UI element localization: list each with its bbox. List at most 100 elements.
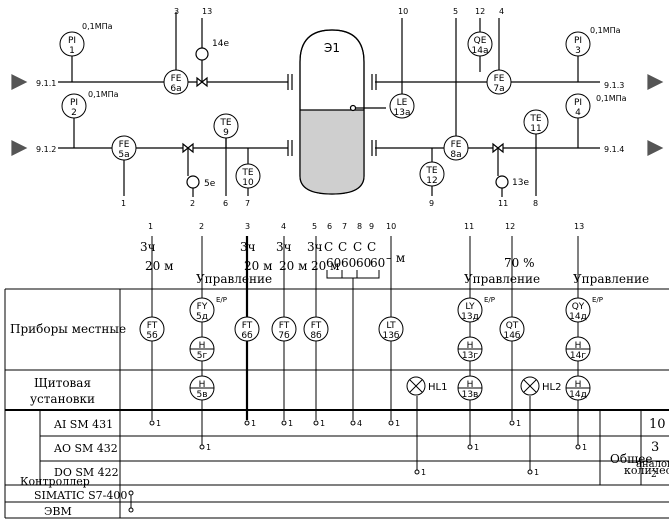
fe-8a-tag: FE bbox=[451, 140, 462, 150]
top-num-5: 5 bbox=[453, 7, 458, 16]
fy-5d-ep: E/P bbox=[216, 296, 227, 304]
io-terminal-count: 1 bbox=[156, 419, 161, 428]
te-12-tag: TE bbox=[425, 166, 437, 176]
row-local-instruments: Приборы местные bbox=[10, 322, 126, 336]
pressure-label-pi3: 0,1МПа bbox=[590, 26, 621, 35]
te-11-tag: TE bbox=[529, 114, 541, 124]
pi-4: PI4 bbox=[565, 93, 591, 119]
valve-label-13e: 13е bbox=[512, 178, 529, 188]
stream-out-bottom: 9.1.4 bbox=[604, 145, 624, 154]
h-5g-number: 5г bbox=[197, 351, 208, 361]
vessel-outline bbox=[299, 29, 365, 195]
svg-text:60: 60 bbox=[341, 256, 356, 270]
h-13v-number: 13в bbox=[462, 390, 479, 400]
pi-1: PI1 bbox=[59, 31, 85, 57]
svg-text:С: С bbox=[353, 240, 362, 254]
qy-14d-tag: QY bbox=[572, 302, 585, 312]
pressure-label-pi4: 0,1МПа bbox=[596, 94, 627, 103]
vessel-label: Э1 bbox=[324, 41, 340, 55]
io-terminal-count: 1 bbox=[421, 468, 426, 477]
pi-4-tag: PI bbox=[574, 98, 582, 108]
bottom-num-9: 9 bbox=[429, 199, 434, 208]
svg-text:Управление: Управление bbox=[464, 272, 540, 286]
top-num-3: 3 bbox=[174, 7, 179, 16]
vessel-liquid bbox=[300, 110, 364, 194]
svg-text:11: 11 bbox=[464, 222, 474, 231]
io-terminal-count: 1 bbox=[395, 419, 400, 428]
total-label-analog: аналог. bbox=[636, 459, 669, 470]
svg-text:С: С bbox=[324, 240, 333, 254]
h-13g-tag: H bbox=[467, 341, 474, 351]
lt-13b-tag: LT bbox=[386, 321, 396, 331]
io-terminal bbox=[313, 420, 319, 426]
ly-13d-ep: E/P bbox=[484, 296, 495, 304]
h-5g-tag: H bbox=[199, 341, 206, 351]
te-10-number: 10 bbox=[242, 178, 254, 188]
svg-text:9: 9 bbox=[369, 222, 374, 231]
svg-text:С: С bbox=[367, 240, 376, 254]
svg-text:1: 1 bbox=[148, 222, 153, 231]
te-10-tag: TE bbox=[241, 168, 253, 178]
devices: FT5бFY5дE/PH5гH5вFT6бFT7бFT8бLT13бLY13дE… bbox=[139, 296, 603, 401]
h-14g-tag: H bbox=[575, 341, 582, 351]
row-do: DO SM 422 bbox=[54, 466, 119, 479]
io-terminal-count: 1 bbox=[251, 419, 256, 428]
row-evm: ЭВМ bbox=[44, 505, 72, 518]
svg-text:2: 2 bbox=[199, 222, 204, 231]
ft-8b-number: 8б bbox=[310, 331, 322, 341]
le-13a-number: 13а bbox=[394, 108, 411, 118]
svg-text:7: 7 bbox=[342, 222, 347, 231]
io-terminal-count: 1 bbox=[516, 419, 521, 428]
h-14v-tag: H bbox=[575, 380, 582, 390]
io-terminal-count: 1 bbox=[206, 443, 211, 452]
ft-5b-tag: FT bbox=[147, 321, 158, 331]
svg-text:13: 13 bbox=[574, 222, 584, 231]
ly-13d-tag: LY bbox=[465, 302, 475, 312]
qt-14b-number: 14б bbox=[503, 331, 520, 341]
controller-label-1: Контроллер bbox=[20, 475, 90, 488]
lt-13b-number: 13б bbox=[382, 331, 399, 341]
level-sensor-point bbox=[349, 104, 357, 112]
io-terminal-count: 1 bbox=[534, 468, 539, 477]
te-9: TE9 bbox=[213, 113, 239, 139]
signal-lamp-hl2 bbox=[520, 376, 540, 396]
svg-text:60: 60 bbox=[356, 256, 371, 270]
ly-13d-number: 13д bbox=[461, 312, 479, 322]
actuator-14e bbox=[195, 47, 209, 61]
actuator-5e bbox=[186, 175, 200, 189]
row-ao: AO SM 432 bbox=[53, 442, 118, 455]
total-label-1: Общее bbox=[610, 452, 652, 466]
row-panel-line1: Щитовая bbox=[34, 376, 91, 390]
io-terminal bbox=[199, 444, 205, 450]
row-ai: AI SM 431 bbox=[53, 418, 113, 431]
svg-text:С: С bbox=[338, 240, 347, 254]
bottom-num-1: 1 bbox=[121, 199, 126, 208]
io-terminal bbox=[281, 420, 287, 426]
h-14g-number: 14г bbox=[570, 351, 586, 361]
svg-text:20 м: 20 м bbox=[145, 259, 173, 273]
fe-7a-tag: FE bbox=[494, 74, 505, 84]
io-terminal bbox=[527, 469, 533, 475]
te-12-number: 12 bbox=[426, 176, 437, 186]
svg-text:3ч: 3ч bbox=[307, 240, 323, 254]
stream-in-bottom: 9.1.2 bbox=[36, 145, 56, 154]
svg-text:6: 6 bbox=[327, 222, 332, 231]
bottom-num-11: 11 bbox=[498, 199, 508, 208]
qt-14b-tag: QT bbox=[506, 321, 519, 331]
pi-1-number: 1 bbox=[69, 46, 75, 56]
pi-3-tag: PI bbox=[574, 36, 582, 46]
ft-5b-number: 5б bbox=[146, 331, 158, 341]
valve-label-5e: 5е bbox=[204, 179, 216, 189]
signal-table-grid bbox=[4, 288, 669, 519]
fe-6a-tag: FE bbox=[171, 74, 182, 84]
io-terminal-count: 4 bbox=[357, 419, 362, 428]
